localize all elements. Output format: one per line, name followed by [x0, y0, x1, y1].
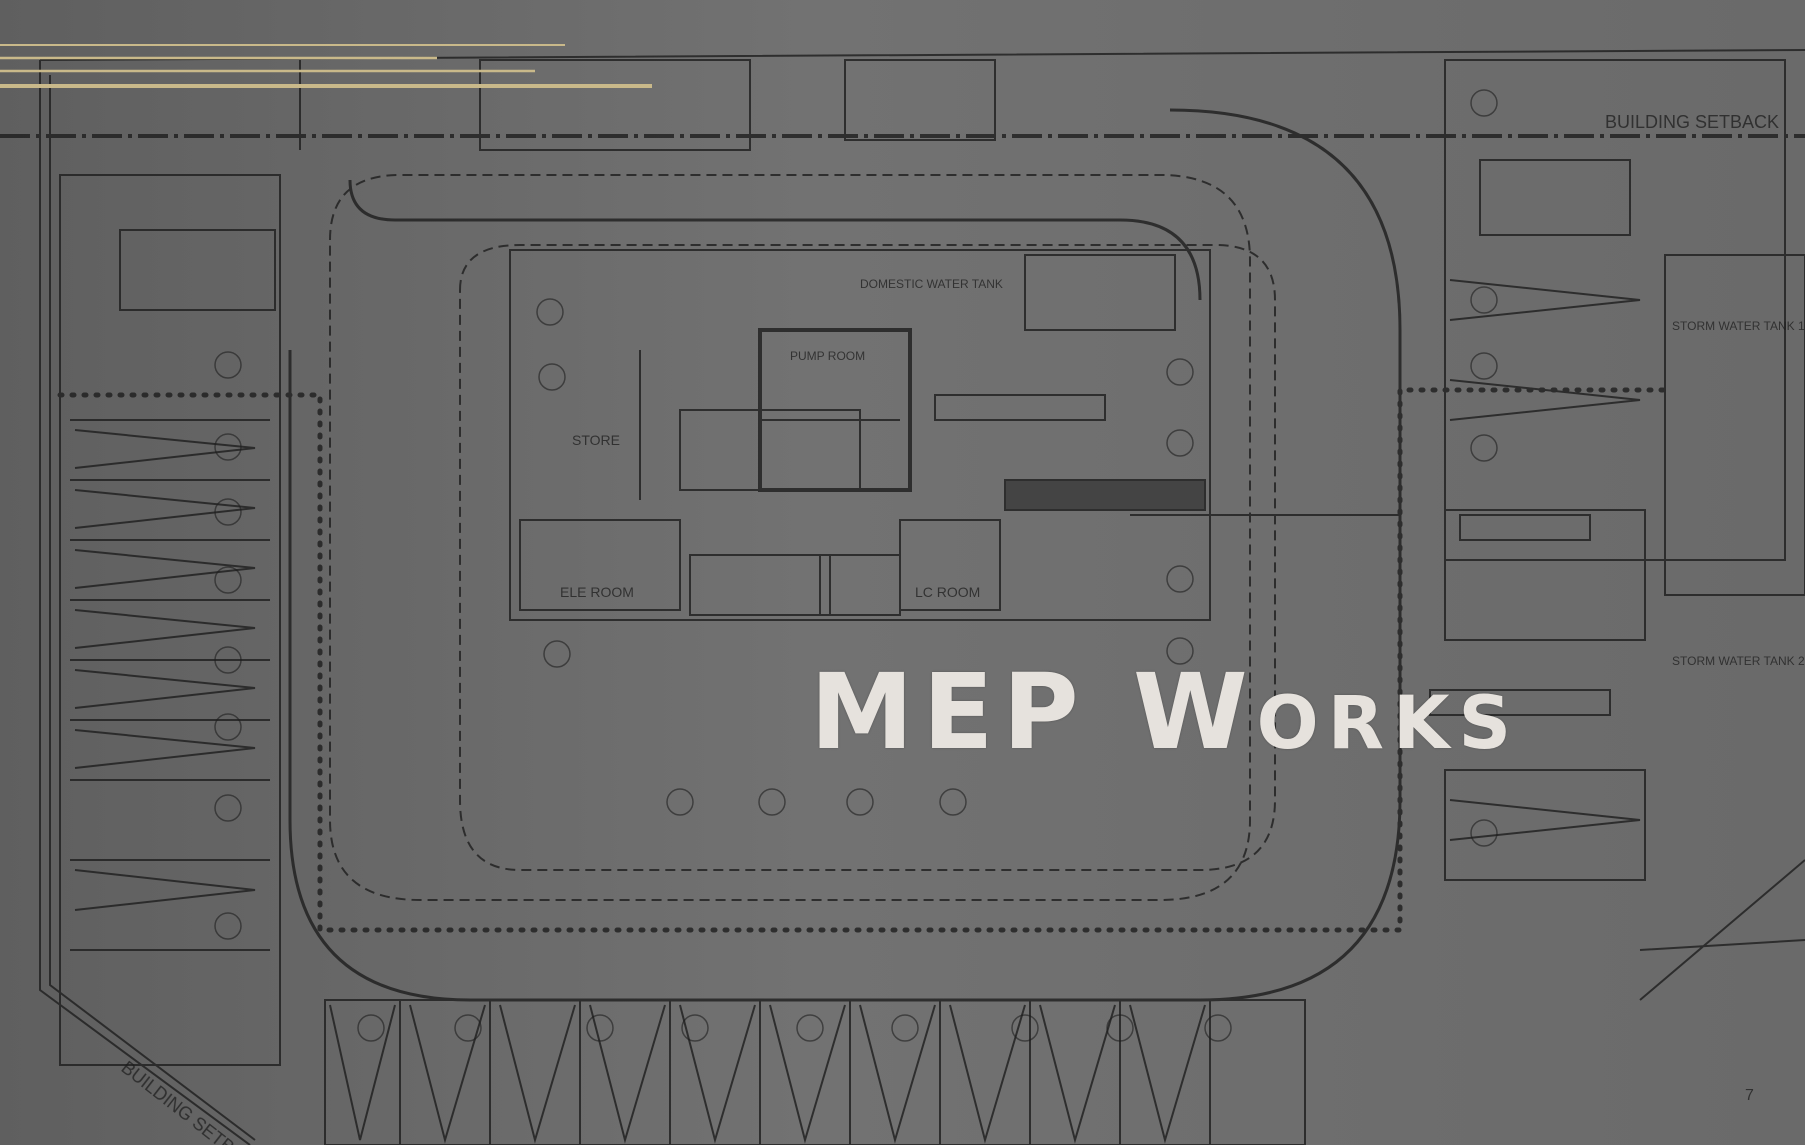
- room-label-storm-tank-1: STORM WATER TANK 1: [1672, 319, 1805, 333]
- room-label-ele-room: ELE ROOM: [560, 584, 634, 600]
- room-label-pump-room: PUMP ROOM: [790, 349, 865, 363]
- accent-stripes: [0, 44, 652, 88]
- room-label-storm-tank-2: STORM WATER TANK 2: [1672, 654, 1805, 668]
- room-label-domestic-tank: DOMESTIC WATER TANK: [860, 277, 1003, 291]
- setback-label-top: BUILDING SETBACK: [1605, 112, 1779, 132]
- room-label-store: STORE: [572, 432, 620, 448]
- detail-callout-7: 7: [1745, 1087, 1754, 1104]
- room-label-lc-room: LC ROOM: [915, 584, 980, 600]
- slide-title: MEP Works: [810, 651, 1521, 773]
